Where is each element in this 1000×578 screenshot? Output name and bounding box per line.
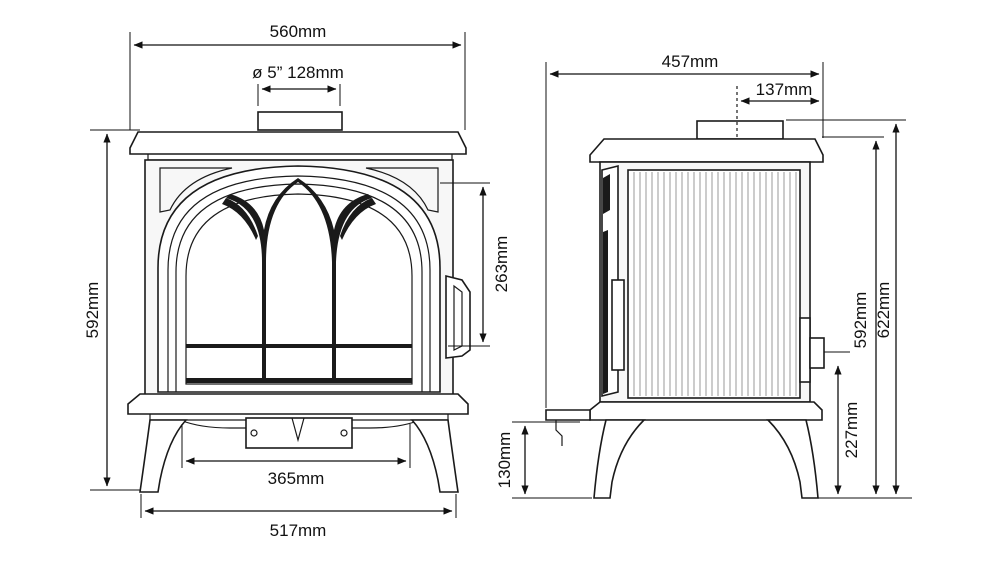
front-view-stove: [127, 111, 471, 493]
flue-offset-label: 137mm: [756, 80, 813, 99]
front-left-leg: [139, 419, 188, 493]
side-door-handle: [611, 279, 625, 371]
flue-diameter-label: ø 5” 128mm: [252, 63, 344, 82]
door-height-label: 263mm: [492, 236, 511, 293]
front-top-plate: [129, 131, 467, 155]
front-left-scroll: [159, 167, 233, 213]
front-width-label: 560mm: [270, 22, 327, 41]
front-dimensions: 560mm ø 5” 128mm 592mm 263mm 365mm 517mm: [83, 22, 511, 540]
side-top-plate: [589, 138, 824, 163]
front-base-plinth: [127, 393, 469, 415]
side-view-stove: [545, 86, 825, 499]
front-flue-collar: [257, 111, 343, 131]
front-door-handle: [445, 274, 471, 359]
side-ash-lip: [545, 409, 591, 421]
side-base-plinth: [589, 401, 823, 421]
outer-leg-span-label: 517mm: [270, 521, 327, 540]
front-air-control: [245, 417, 353, 449]
side-ribbed-panel: [627, 169, 801, 399]
side-depth-label: 457mm: [662, 52, 719, 71]
side-body-height-label: 592mm: [851, 292, 870, 349]
front-right-scroll: [365, 167, 439, 213]
front-gothic-tracery: [226, 178, 372, 380]
front-door-glass: [185, 193, 413, 385]
side-rear-spigot: [799, 317, 811, 383]
side-rear-leg: [766, 419, 819, 499]
side-dimensions: 457mm 137mm 130mm 227mm 592mm 622mm: [495, 52, 912, 499]
front-right-leg: [410, 419, 459, 493]
side-front-leg: [593, 419, 646, 499]
flue-center-height-label: 227mm: [842, 402, 861, 459]
side-total-height-label: 622mm: [874, 282, 893, 339]
front-height-label: 592mm: [83, 282, 102, 339]
inner-leg-span-label: 365mm: [268, 469, 325, 488]
side-panel-ribs: [633, 172, 797, 396]
side-flue-collar: [696, 120, 784, 140]
leg-height-label: 130mm: [495, 432, 514, 489]
